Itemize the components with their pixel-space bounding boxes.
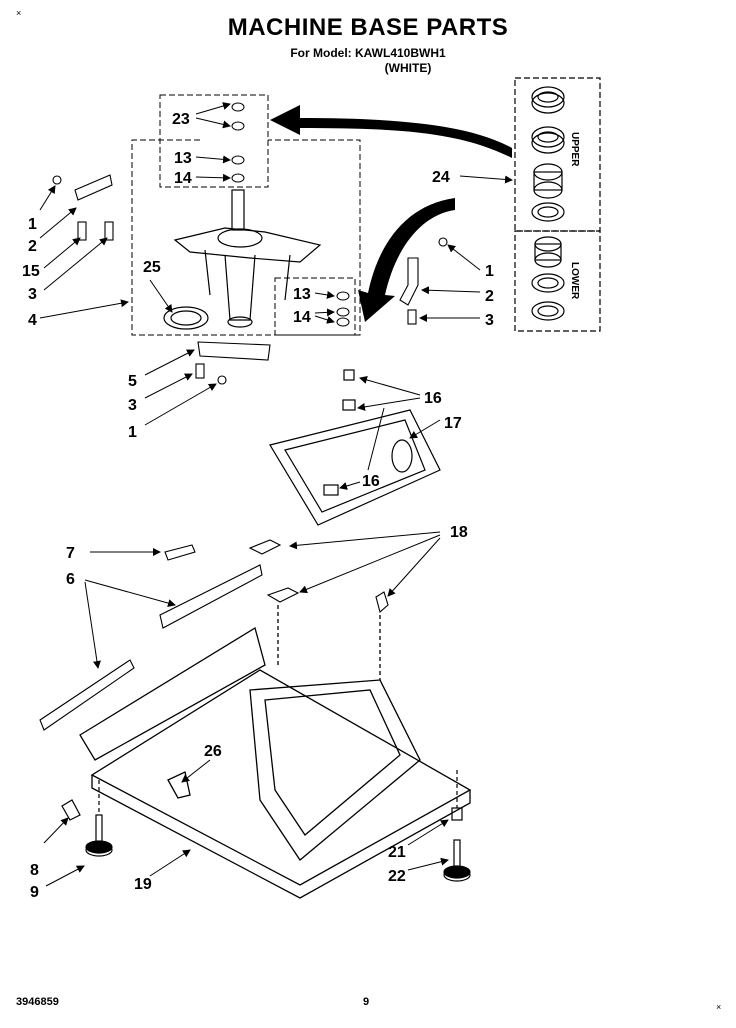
callout-19: 19 — [134, 876, 152, 893]
cabinet-frame — [269, 369, 441, 526]
corner-mark-bottom-right: × — [716, 1002, 722, 1012]
callout-14: 14 — [174, 170, 192, 187]
callout-15: 15 — [22, 263, 40, 280]
diagram-title: MACHINE BASE PARTS — [227, 14, 509, 41]
callout-7: 7 — [66, 545, 75, 562]
seal-stack-parts — [231, 102, 350, 327]
callout-3-right: 3 — [485, 312, 494, 329]
page-number: 9 — [363, 996, 370, 1008]
right-bracket-parts — [399, 237, 448, 325]
callout-16-lower: 16 — [362, 473, 380, 490]
corner-mark-top-left: × — [16, 8, 22, 18]
model-line: For Model: KAWL410BWH1 — [290, 46, 446, 60]
callout-25: 25 — [143, 259, 161, 276]
callout-numbers: 23 13 14 1 2 15 3 25 4 24 1 2 3 13 14 5 … — [22, 111, 494, 901]
callout-16: 16 — [424, 390, 442, 407]
lower-seal-rings — [531, 236, 565, 321]
callout-2-right: 2 — [485, 288, 494, 305]
upper-kit-label: UPPER — [569, 132, 580, 167]
machine-base — [79, 605, 472, 899]
grouping-boxes — [131, 94, 361, 336]
leveling-feet — [61, 770, 471, 882]
side-brackets — [39, 539, 389, 731]
callout-22: 22 — [388, 868, 406, 885]
callout-18: 18 — [450, 524, 468, 541]
callout-1: 1 — [28, 216, 37, 233]
lower-kit-label: LOWER — [569, 262, 580, 300]
callout-13: 13 — [174, 150, 192, 167]
callout-9: 9 — [30, 884, 39, 901]
callout-8: 8 — [30, 862, 39, 879]
callout-24: 24 — [432, 169, 450, 186]
callout-23: 23 — [172, 111, 190, 128]
leader-lines — [39, 102, 513, 887]
color-line: (WHITE) — [384, 61, 432, 75]
callout-4: 4 — [28, 312, 37, 329]
callout-6: 6 — [66, 571, 75, 588]
callout-13-right: 13 — [293, 286, 311, 303]
callout-2: 2 — [28, 238, 37, 255]
callout-5: 5 — [128, 373, 137, 390]
callout-17: 17 — [444, 415, 462, 432]
callout-3: 3 — [28, 286, 37, 303]
callout-3-lower: 3 — [128, 397, 137, 414]
callout-21: 21 — [388, 844, 406, 861]
seal-kit-panel — [514, 77, 601, 332]
left-bracket-parts — [52, 174, 271, 385]
document-number: 3946859 — [16, 996, 59, 1008]
upper-seal-rings — [531, 86, 565, 222]
callout-26: 26 — [204, 743, 222, 760]
kit-arrows — [270, 105, 512, 322]
callout-1-lower: 1 — [128, 424, 137, 441]
callout-14-right: 14 — [293, 309, 311, 326]
callout-1-right: 1 — [485, 263, 494, 280]
leader-lines-plain — [367, 407, 385, 471]
transmission-base-assembly — [163, 189, 322, 330]
